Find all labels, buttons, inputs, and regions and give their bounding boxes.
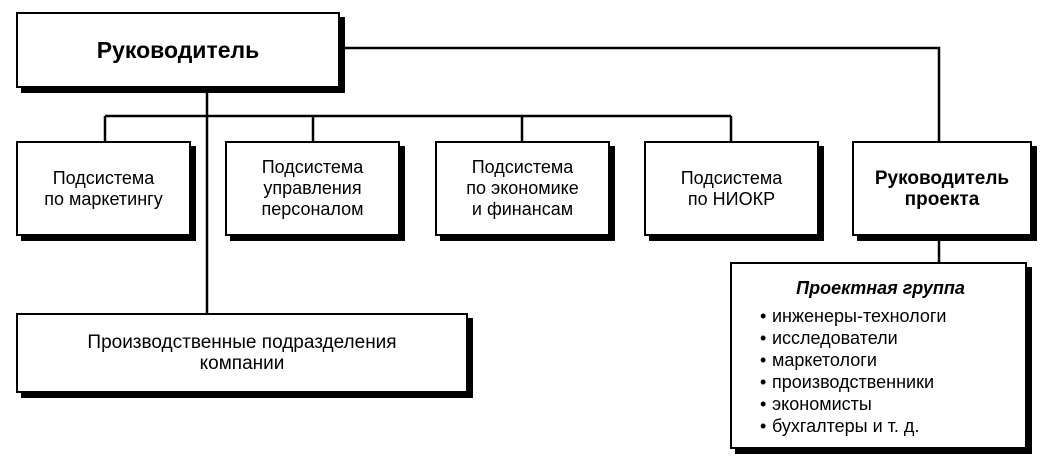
subsystem-rnd-label: Подсистема по НИОКР: [680, 167, 783, 209]
project-manager-box: Руководитель проекта: [852, 141, 1032, 236]
list-item: •маркетологи: [760, 350, 877, 370]
bullet-icon: •: [760, 306, 767, 326]
subsystem-finance-label: Подсистема по экономике и финансам: [466, 157, 579, 219]
subsystem-marketing-label: Подсистема по маркетингу: [44, 167, 163, 209]
top-manager-box: Руководитель: [16, 12, 340, 88]
list-item: •инженеры-технологи: [760, 306, 947, 326]
list-item: •бухгалтеры и т. д.: [760, 416, 920, 436]
bullet-icon: •: [760, 350, 767, 370]
subsystem-personnel-label: Подсистема управления персоналом: [261, 157, 364, 219]
list-item: •исследователи: [760, 328, 898, 348]
connector-to-project-manager: [340, 46, 941, 141]
project-team-list: •инженеры-технологи •исследователи •марк…: [760, 305, 1013, 437]
project-team-box: Проектная группа •инженеры-технологи •ис…: [730, 262, 1027, 449]
subsystem-finance-box: Подсистема по экономике и финансам: [435, 141, 610, 236]
bullet-icon: •: [760, 416, 767, 436]
list-item: •экономисты: [760, 394, 872, 414]
bullet-icon: •: [760, 328, 767, 348]
project-team-title: Проектная группа: [796, 278, 965, 298]
subsystem-rnd-box: Подсистема по НИОКР: [644, 141, 819, 236]
production-units-box: Производственные подразделения компании: [16, 313, 468, 393]
bullet-icon: •: [760, 372, 767, 392]
project-manager-label: Руководитель проекта: [874, 167, 1010, 210]
production-units-label: Производственные подразделения компании: [87, 332, 397, 374]
subsystem-personnel-box: Подсистема управления персоналом: [225, 141, 400, 236]
subsystem-marketing-box: Подсистема по маркетингу: [16, 141, 191, 236]
bullet-icon: •: [760, 394, 767, 414]
list-item: •производственники: [760, 372, 935, 392]
top-manager-label: Руководитель: [96, 36, 260, 63]
